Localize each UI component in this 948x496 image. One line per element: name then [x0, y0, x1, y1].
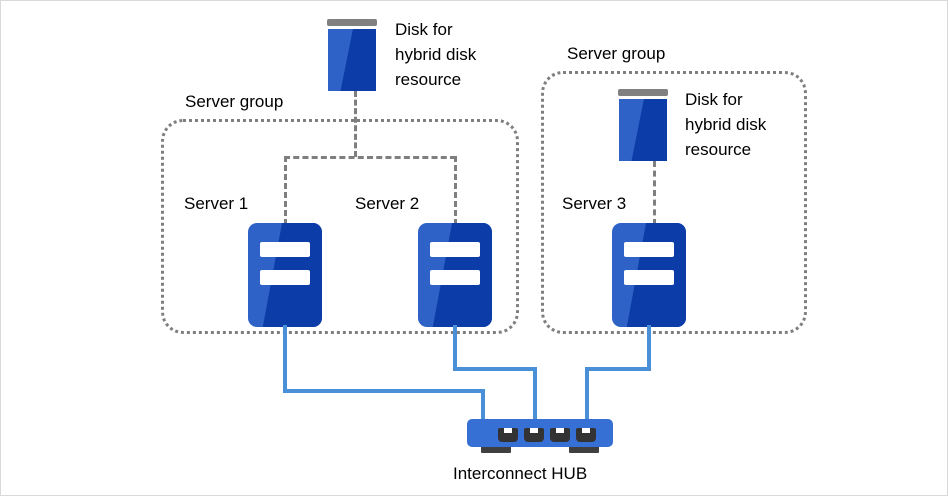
dashed-line-bracket-horizontal	[284, 156, 456, 159]
server-1-label: Server 1	[184, 194, 249, 213]
dashed-line-disk-shared-drop	[354, 91, 357, 157]
interconnect-hub-label: Interconnect HUB	[453, 464, 588, 483]
disk-body	[619, 99, 667, 161]
server-group-left	[161, 119, 519, 334]
dashed-line-to-server-3	[653, 161, 656, 225]
hub-port-3	[550, 428, 570, 442]
hub-port-2	[524, 428, 544, 442]
server-group-left-label: Server group	[185, 92, 284, 111]
disk-cap	[618, 89, 668, 96]
server-slot-bottom	[260, 270, 310, 285]
hub-port-1	[498, 428, 518, 442]
network-cable-server-3-drop	[647, 325, 651, 367]
server-2-label: Server 2	[355, 194, 420, 213]
network-cable-server-1-run	[283, 389, 485, 393]
network-cable-server-3-to-hub	[585, 367, 589, 421]
server-slot-bottom	[624, 270, 674, 285]
network-cable-server-1-to-hub	[481, 389, 485, 421]
network-cable-server-2-drop	[453, 325, 457, 367]
disk-cap	[327, 19, 377, 26]
hub-body	[467, 419, 613, 447]
disk-icon-server3[interactable]	[618, 89, 668, 161]
interconnect-hub-icon[interactable]	[467, 419, 613, 453]
server-icon-3[interactable]	[612, 223, 686, 327]
server-group-right-label: Server group	[567, 44, 666, 63]
disk-shading	[631, 99, 667, 161]
server-icon-2[interactable]	[418, 223, 492, 327]
server-slot-top	[430, 242, 480, 257]
server-icon-1[interactable]	[248, 223, 322, 327]
disk-body	[328, 29, 376, 91]
hub-foot-right	[569, 445, 599, 453]
server-slot-top	[624, 242, 674, 257]
server-slot-top	[260, 242, 310, 257]
network-cable-server-1-drop	[283, 325, 287, 389]
dashed-line-to-server-1	[284, 156, 287, 225]
disk-icon-shared[interactable]	[327, 19, 377, 91]
server-slot-bottom	[430, 270, 480, 285]
network-cable-server-2-to-hub	[533, 367, 537, 421]
server-3-label: Server 3	[562, 194, 627, 213]
hub-foot-left	[481, 445, 511, 453]
network-cable-server-2-run	[453, 367, 537, 371]
disk-shading	[340, 29, 376, 91]
dashed-line-to-server-2	[454, 156, 457, 225]
network-cable-server-3-run	[585, 367, 651, 371]
server-group-right	[541, 71, 807, 334]
hub-port-4	[576, 428, 596, 442]
